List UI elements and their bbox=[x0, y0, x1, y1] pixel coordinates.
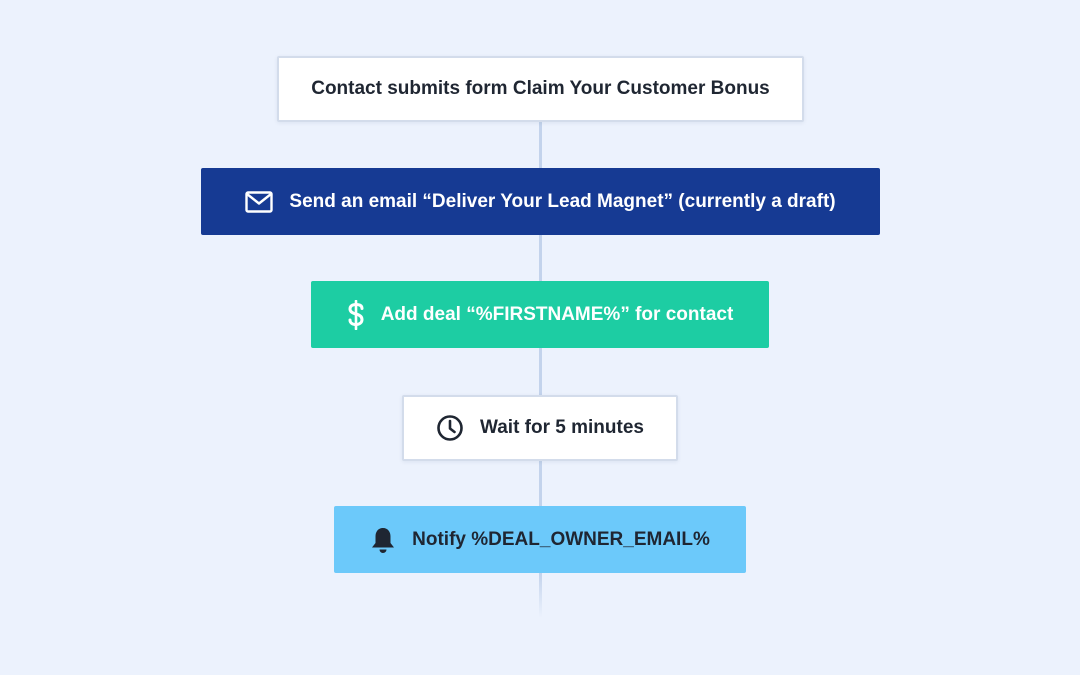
step-label: Wait for 5 minutes bbox=[480, 417, 644, 438]
action-step-send-email[interactable]: Send an email “Deliver Your Lead Magnet”… bbox=[201, 168, 880, 235]
connector-line bbox=[539, 348, 542, 395]
bell-icon bbox=[370, 526, 396, 554]
connector-line bbox=[539, 235, 542, 281]
connector-line bbox=[539, 122, 542, 168]
step-label: Contact submits form Claim Your Customer… bbox=[311, 78, 770, 99]
step-label: Add deal “%FIRSTNAME%” for contact bbox=[380, 303, 734, 325]
step-label: Notify %DEAL_OWNER_EMAIL% bbox=[412, 528, 710, 550]
connector-line-tail bbox=[539, 573, 542, 618]
action-step-notify[interactable]: Notify %DEAL_OWNER_EMAIL% bbox=[334, 506, 746, 573]
action-step-wait[interactable]: Wait for 5 minutes bbox=[402, 395, 678, 461]
clock-icon bbox=[436, 414, 464, 442]
dollar-icon bbox=[347, 299, 365, 330]
envelope-icon bbox=[245, 190, 274, 213]
trigger-step-form-submit[interactable]: Contact submits form Claim Your Customer… bbox=[277, 56, 804, 122]
connector-line bbox=[539, 461, 542, 506]
action-step-add-deal[interactable]: Add deal “%FIRSTNAME%” for contact bbox=[311, 281, 769, 348]
step-label: Send an email “Deliver Your Lead Magnet”… bbox=[289, 190, 836, 212]
